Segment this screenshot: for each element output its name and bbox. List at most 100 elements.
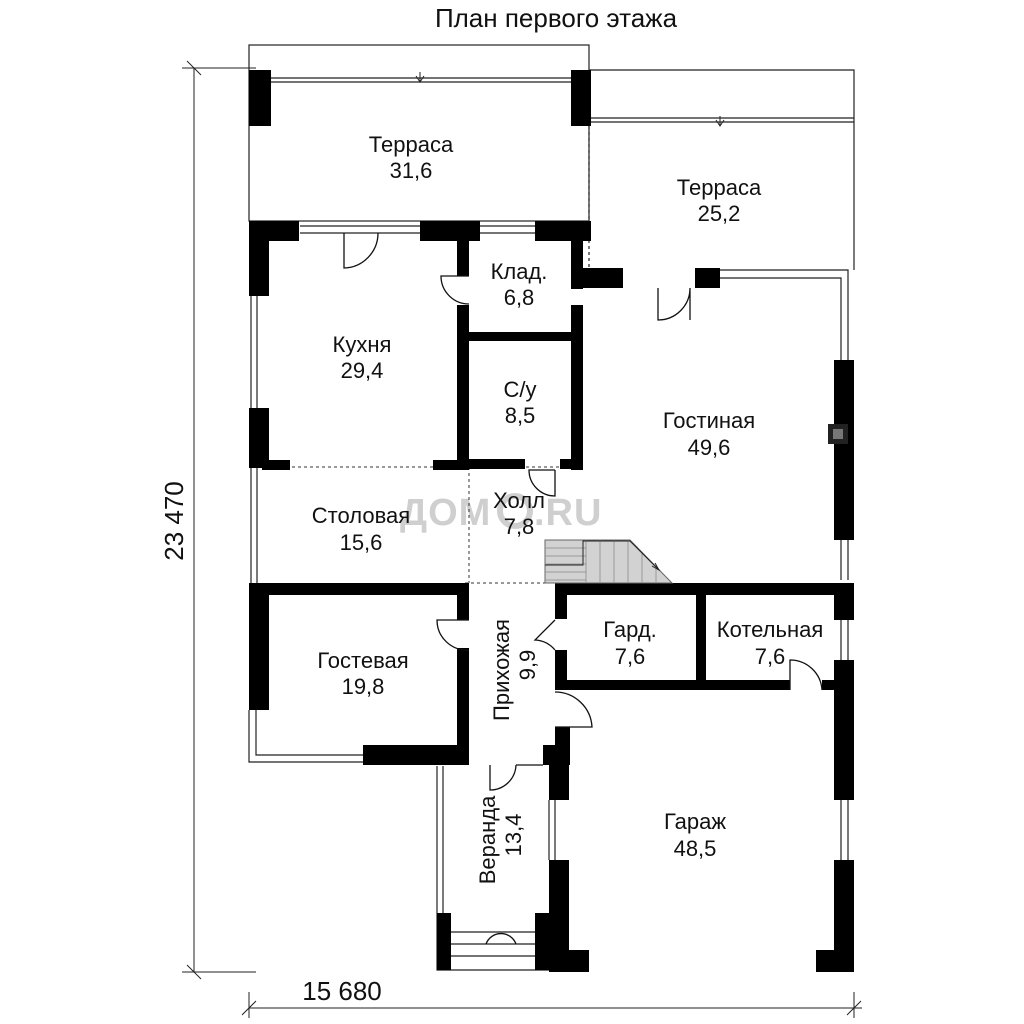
width-dimension-slash bbox=[241, 1000, 257, 1016]
watermark: ДОМ .RU bbox=[400, 492, 602, 534]
room-area: 7,8 bbox=[504, 514, 535, 539]
wall bbox=[834, 860, 854, 972]
wall bbox=[457, 332, 583, 341]
staircase bbox=[544, 539, 674, 584]
stair-direction-line bbox=[545, 540, 659, 570]
boiler-door-icon bbox=[789, 659, 823, 691]
wall bbox=[571, 305, 583, 470]
wall bbox=[249, 583, 269, 710]
room-name: Холл bbox=[493, 488, 545, 513]
room-name: Терраса bbox=[677, 175, 762, 200]
wall bbox=[549, 765, 569, 800]
height-dimension-slash bbox=[186, 60, 202, 76]
dimension-lines bbox=[182, 60, 862, 1018]
room-dining: Столовая 15,6 bbox=[312, 503, 410, 555]
wall bbox=[816, 950, 854, 972]
room-name: С/у bbox=[504, 377, 537, 402]
room-name: Гостиная bbox=[663, 408, 755, 433]
room-area: 15,6 bbox=[340, 530, 383, 555]
entry-garage-door-icon bbox=[554, 691, 593, 728]
stair-steps bbox=[545, 540, 657, 583]
room-area: 7,6 bbox=[755, 644, 786, 669]
watermark-text-left: ДОМ bbox=[400, 492, 491, 534]
wall bbox=[549, 860, 569, 972]
wc-door-icon bbox=[528, 469, 556, 497]
room-name: Веранда bbox=[475, 795, 500, 884]
terrace-post bbox=[571, 70, 591, 126]
wall bbox=[834, 660, 854, 800]
height-dimension-label: 23 470 bbox=[159, 481, 189, 561]
wall bbox=[571, 221, 583, 289]
wall bbox=[249, 408, 269, 468]
guest-door-icon bbox=[436, 619, 470, 651]
watermark-text-right: .RU bbox=[534, 492, 602, 534]
room-labels: Терраса 31,6 Терраса 25,2 Кухня 29,4 Кла… bbox=[312, 132, 823, 884]
room-entry: Прихожая 9,9 bbox=[489, 619, 540, 721]
room-name: Столовая bbox=[312, 503, 410, 528]
terrace-2-outline bbox=[589, 69, 855, 270]
room-area: 49,6 bbox=[688, 435, 731, 460]
wall bbox=[555, 950, 589, 972]
kitchen-terrace-door-icon bbox=[343, 232, 379, 269]
room-area: 29,4 bbox=[341, 358, 384, 383]
chimney-flue bbox=[833, 429, 843, 439]
watermark-circle-glyph bbox=[497, 493, 533, 529]
wall bbox=[469, 459, 525, 469]
room-area: 13,4 bbox=[501, 814, 526, 857]
room-name: Прихожая bbox=[489, 619, 514, 721]
plan-title: План первого этажа bbox=[435, 3, 678, 33]
stair-area bbox=[544, 539, 674, 584]
wall bbox=[433, 460, 469, 470]
room-area: 8,5 bbox=[505, 403, 536, 428]
room-hall: Холл 7,8 bbox=[493, 488, 545, 539]
room-area: 48,5 bbox=[674, 836, 717, 861]
wall bbox=[249, 583, 467, 595]
wall bbox=[695, 268, 720, 288]
wall bbox=[262, 460, 290, 470]
room-boiler: Котельная 7,6 bbox=[717, 617, 824, 669]
width-dimension-label: 15 680 bbox=[302, 976, 382, 1006]
wall bbox=[543, 745, 570, 765]
room-name: Котельная bbox=[717, 617, 824, 642]
room-area: 9,9 bbox=[515, 650, 540, 681]
room-name: Гостевая bbox=[317, 648, 408, 673]
terrace-2-arrow-icon bbox=[715, 116, 725, 127]
wall bbox=[249, 221, 269, 296]
veranda-front-door-icon bbox=[485, 932, 517, 945]
room-garage: Гараж 48,5 bbox=[664, 809, 726, 861]
room-veranda: Веранда 13,4 bbox=[475, 795, 526, 884]
stair-arrow-icon bbox=[651, 562, 661, 572]
wall bbox=[555, 583, 567, 619]
terrace-post bbox=[249, 70, 271, 126]
guest-window-outline bbox=[248, 710, 363, 763]
room-living: Гостиная 49,6 bbox=[663, 408, 755, 460]
room-name: Клад. bbox=[491, 259, 548, 284]
wall bbox=[457, 583, 469, 620]
outer-wall-lines bbox=[248, 225, 849, 971]
height-dimension-slash bbox=[186, 964, 202, 980]
living-window-outline bbox=[720, 269, 849, 360]
room-area: 7,6 bbox=[615, 644, 646, 669]
room-terrace-2: Терраса 25,2 bbox=[677, 175, 762, 226]
room-area: 25,2 bbox=[698, 201, 741, 226]
wall bbox=[457, 233, 469, 276]
wall bbox=[560, 459, 583, 469]
wall bbox=[834, 360, 854, 540]
wall bbox=[457, 648, 469, 758]
wall bbox=[420, 221, 480, 241]
room-area: 6,8 bbox=[504, 285, 535, 310]
wall bbox=[457, 305, 469, 470]
guest-window-outline bbox=[255, 710, 363, 756]
width-dimension-slash bbox=[846, 1000, 862, 1016]
room-area: 19,8 bbox=[342, 674, 385, 699]
wall bbox=[822, 680, 854, 690]
veranda-entry-door-icon bbox=[489, 764, 517, 791]
living-door-icon bbox=[657, 287, 691, 321]
room-name: Терраса bbox=[369, 132, 454, 157]
room-wardrobe: Гард. 7,6 bbox=[603, 617, 657, 669]
room-name: Гард. bbox=[603, 617, 657, 642]
terraces bbox=[248, 44, 855, 270]
room-wc: С/у 8,5 bbox=[504, 377, 537, 428]
